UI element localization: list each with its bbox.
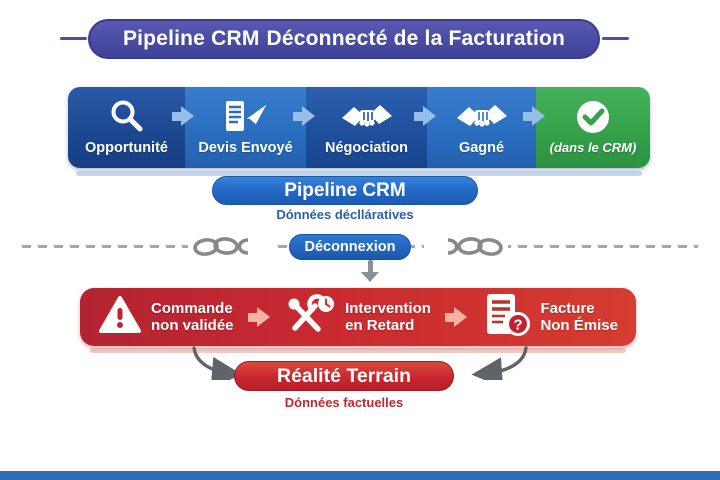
handshake-icon [456,87,507,139]
down-arrow-icon [368,260,373,273]
title-bold: Pipeline CRM [122,27,260,50]
band-reflection [90,348,626,353]
check-circle-icon [573,87,613,139]
band-item-text: Intervention en Retard [345,299,431,334]
band-arrow-icon [445,307,468,327]
warning-triangle-icon [98,295,142,340]
tools-clock-icon [284,293,336,342]
broken-chain-icon [424,233,508,260]
band-item-facture: ? Facture Non Émise [481,292,618,343]
quote-sent-icon [222,87,270,139]
stage-label: (dans le CRM) [549,140,637,155]
pipeline-crm-pill: Pipeline CRM [212,176,478,205]
crm-pipeline-bar: Opportunité Devis Envoyé [68,87,650,168]
stage-label: Négociation [325,140,408,156]
handshake-icon [341,87,392,139]
magnifier-icon [107,87,147,139]
stage-dans-le-crm: (dans le CRM) [536,87,650,168]
stage-label: Devis Envoyé [198,140,293,156]
title-banner: Pipeline CRM Déconnecté de la Facturatio… [88,19,600,59]
reality-pill: Réalité Terrain [234,361,454,391]
bottom-accent-bar [0,471,720,480]
band-item-commande: Commande non validée [98,295,234,340]
svg-text:?: ? [514,316,523,333]
pipeline-reflection [76,171,642,176]
disconnect-pill: Déconnexion [289,234,411,260]
stage-label: Opportunité [85,140,168,156]
stage-arrow-icon [414,106,436,126]
band-item-text: Facture Non Émise [540,299,618,334]
stage-opportunite: Opportunité [68,87,185,168]
title-side-line-left [60,37,87,40]
band-arrow-icon [247,307,270,327]
stage-arrow-icon [523,106,545,126]
pipeline-caption: Dónnées déclláratives [276,207,414,222]
title-rest: Déconnecté de la Facturation [266,27,566,50]
broken-chain-icon [188,233,272,260]
stage-arrow-icon [172,106,194,126]
reality-caption: Dónnées factuelles [284,395,404,410]
stage-label: Gagné [458,140,505,156]
stage-gagne: Gagné [427,87,536,168]
band-item-intervention: Intervention en Retard [284,293,431,342]
reality-band: Commande non validée Intervention en Ret… [80,288,636,346]
title-side-line-right [602,37,629,40]
stage-devis-envoye: Devis Envoyé [185,87,306,168]
converging-arrows [192,346,528,380]
down-arrow-head [361,272,379,282]
stage-arrow-icon [293,106,315,126]
invoice-question-icon: ? [481,292,531,343]
band-item-text: Commande non validée [151,299,234,334]
stage-negociation: Négociation [306,87,427,168]
